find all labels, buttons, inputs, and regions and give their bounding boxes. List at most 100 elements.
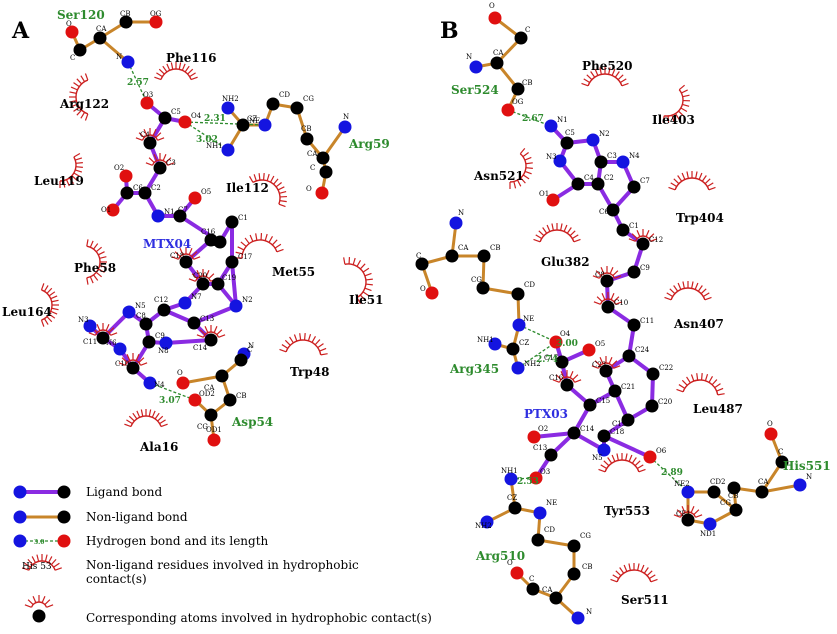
atom-c [415,257,429,271]
atom-label: OD1 [206,426,222,434]
residue-leu487: Leu487 [693,402,743,416]
atom-label: C7 [640,177,650,185]
atom-label: NH1 [206,142,223,150]
residue-his551: His551 [783,459,831,473]
hbond-distance: 2.57 [127,78,149,88]
atom-label: O3 [540,468,550,476]
residue-arg59: Arg59 [348,137,390,151]
atom-c [616,223,630,237]
atom-label: NE [249,117,260,125]
atom-label: CG [471,276,482,284]
atom-label: CB [522,79,533,87]
atom-c [555,355,569,369]
ligand-bond [533,431,575,439]
atom-label: N1 [557,116,568,124]
atom-label: O4 [191,112,202,120]
atom-label: C16 [201,228,216,236]
atom-label: O2 [538,425,548,433]
legend-nonligand-bond-label: Non-ligand bond [86,510,188,524]
atom-c [627,265,641,279]
legend-atom-o [57,534,71,548]
atom-c [627,180,641,194]
atom-c [727,481,741,495]
atom-n [449,216,463,230]
residue-arg510: Arg510 [475,549,525,563]
residue-met55: Met55 [272,265,315,279]
atom-label: C11 [83,338,97,346]
atom-label: C11 [640,317,654,325]
atom-c [622,349,636,363]
atom-label: C12 [154,296,168,304]
hydrophobic-arc [662,84,691,123]
atom-label: C19 [612,420,626,428]
atom-c [96,331,110,345]
atom-c [775,455,789,469]
hydrophobic-arc [664,281,712,301]
residue-leu164: Leu164 [2,305,52,319]
atom-label: CA [542,586,553,594]
atom-label: CB [120,10,131,18]
atom-label: C4 [140,131,150,139]
atom-c [600,274,614,288]
atom-label: NH2 [222,95,239,103]
nonligand-bond [182,374,223,385]
hbond-distance: 3.00 [556,339,578,349]
hydrophobic-arc [581,67,629,87]
atom-c [511,287,525,301]
legend-hydrophobic-res-label: Non-ligand residues involved in hydropho… [86,558,359,586]
hydrophobic-arc [248,173,287,208]
atoms-layer [13,11,807,625]
hydrophobic-arc [59,152,83,188]
atom-c [606,203,620,217]
atom-c [138,186,152,200]
panel-letter-b: B [440,18,459,44]
atom-c [445,249,459,263]
atom-c [567,567,581,581]
atom-label: O1 [539,190,549,198]
atom-o [546,193,560,207]
residue-asp54: Asp54 [231,415,273,429]
atom-c [173,209,187,223]
atom-o [510,566,524,580]
hydrophobic-arc [69,73,89,121]
atom-label: O [489,2,495,10]
atom-c [215,369,229,383]
atom-label: C [247,346,252,354]
atom-label: C4 [584,174,594,182]
atom-label: N [586,608,592,616]
atom-c [627,318,641,332]
hydrogen-bond [649,456,689,493]
atom-label: CA [96,25,107,33]
atom-label: C [70,54,75,62]
atom-c [211,277,225,291]
atom-o [149,15,163,29]
atom-c [73,43,87,57]
atom-label: OD2 [199,390,215,398]
atom-n [571,611,585,625]
atom-label: CB [490,244,501,252]
atom-c [591,177,605,191]
atom-c [204,408,218,422]
atom-o [188,393,202,407]
atom-label: C20 [193,272,207,280]
residue-arg122: Arg122 [59,97,109,111]
atom-label: CD [524,281,535,289]
hydrophobic-arc [598,453,646,473]
hydrophobic-arc [40,283,59,327]
atom-label: C9 [155,332,165,340]
atom-o [527,430,541,444]
hydrogen-bond [127,61,148,104]
atom-c [755,485,769,499]
atom-label: C1 [238,214,248,222]
atom-c [204,333,218,347]
residue-phe58: Phe58 [74,261,116,275]
atom-label: O3 [143,91,153,99]
hydrophobic-arc [124,409,168,428]
atom-label: CA [758,478,769,486]
atom-label: CG [720,499,731,507]
atom-label: C18 [610,428,624,436]
atom-c [158,111,172,125]
atom-label: CG [303,95,314,103]
atom-n [512,318,526,332]
legend-ligand-bond-label: Ligand bond [86,485,163,499]
